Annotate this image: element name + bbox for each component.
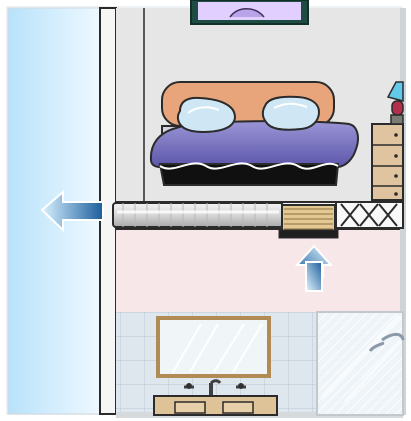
nightstand xyxy=(372,124,403,200)
bed xyxy=(151,82,358,185)
joists xyxy=(336,202,403,228)
duct xyxy=(113,203,283,227)
upper-wall-art xyxy=(191,0,308,24)
fan-unit xyxy=(279,205,338,238)
